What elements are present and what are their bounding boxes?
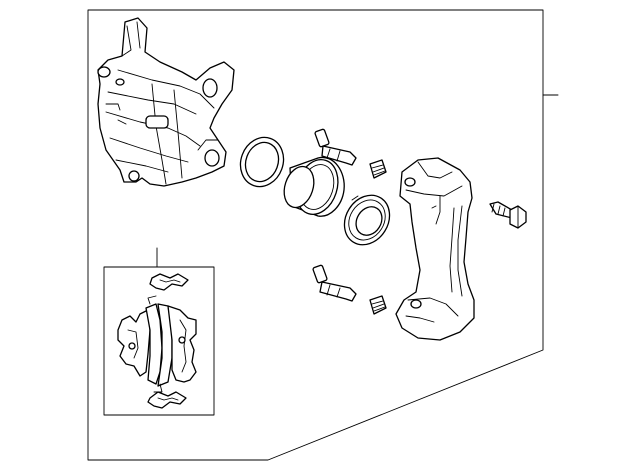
pad-clip-lower	[147, 391, 187, 409]
guide-pin-upper	[314, 128, 357, 166]
bleeder-screw-upper	[369, 159, 387, 179]
brake-pad-set	[117, 295, 197, 393]
bracket-bolt	[489, 201, 527, 229]
dust-boot	[343, 194, 391, 246]
guide-pin-lower	[312, 264, 357, 302]
bleeder-screw-lower	[369, 295, 387, 315]
caliper-housing	[97, 17, 235, 187]
caliper-piston	[283, 156, 345, 217]
pad-clip-upper	[149, 273, 189, 291]
caliper-bracket	[395, 157, 475, 341]
brake-pad-box	[103, 266, 215, 416]
assembly-frame	[87, 9, 544, 461]
piston-seal-ring	[239, 136, 285, 188]
